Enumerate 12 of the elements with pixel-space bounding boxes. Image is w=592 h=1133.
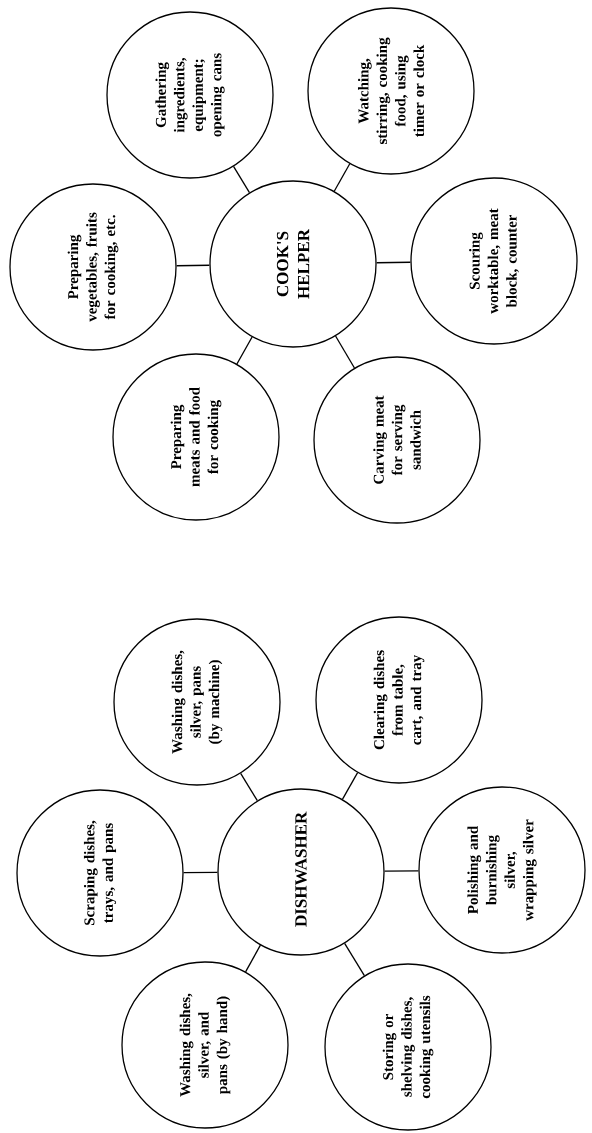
connector-line (232, 165, 251, 194)
connector-line (384, 870, 419, 872)
connector-line (183, 871, 218, 874)
connector-line (341, 772, 359, 800)
connector-line (236, 336, 253, 365)
connector-line (244, 944, 262, 973)
connector-line (334, 335, 356, 369)
connector-line (376, 261, 411, 264)
connector-line (240, 772, 258, 802)
connector-line (333, 163, 351, 192)
connector-line (176, 264, 210, 267)
connector-line (344, 942, 365, 977)
